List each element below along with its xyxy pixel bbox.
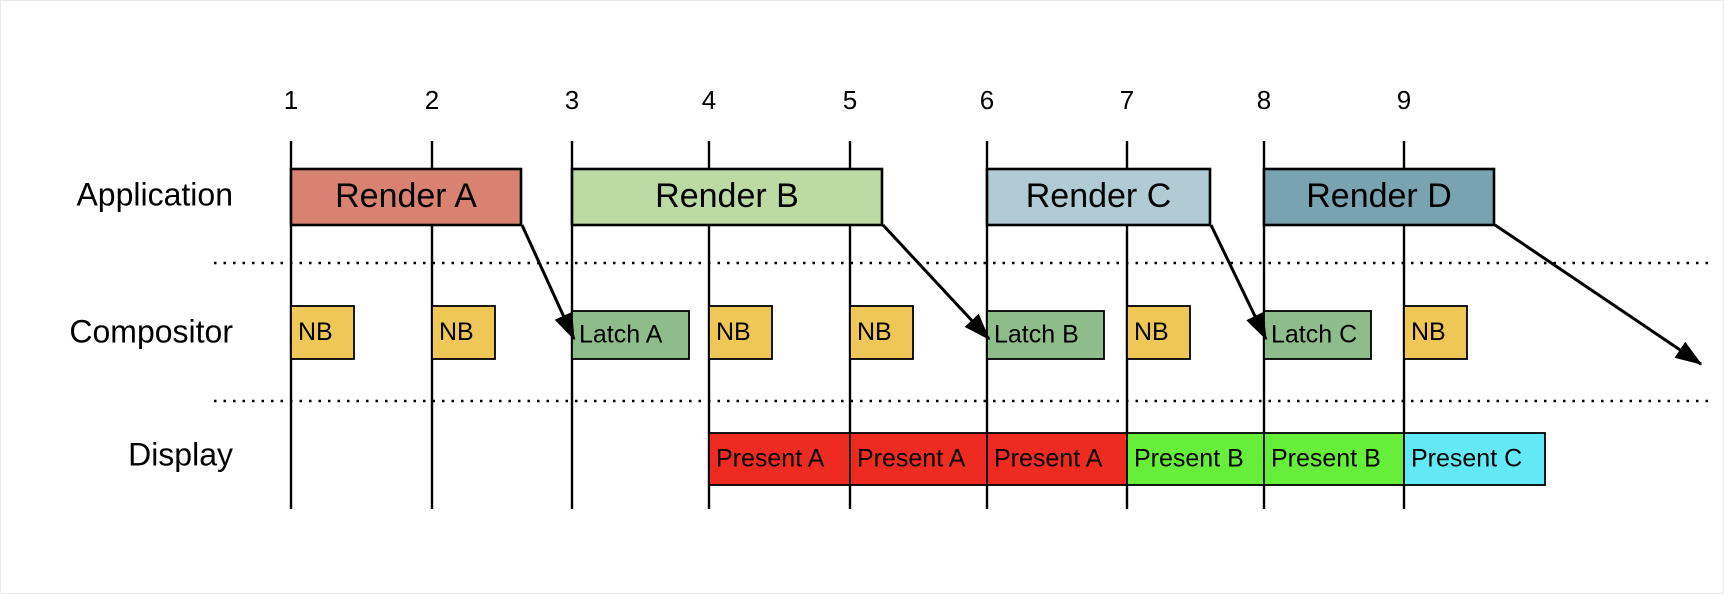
tick-label-5: 5 bbox=[843, 85, 857, 115]
block-rect-nb bbox=[290, 305, 355, 360]
tick-label-7: 7 bbox=[1120, 85, 1134, 115]
flow-arrows bbox=[520, 223, 1703, 366]
block-label-present-c: Present C bbox=[1411, 445, 1522, 473]
compositor-block-latch-a-2: Latch A bbox=[571, 310, 690, 360]
display-lane-blocks: Present A Present A Present A Present B Pres… bbox=[708, 432, 1546, 486]
arrow-render-d-offscreen bbox=[1494, 223, 1703, 366]
compositor-block-latch-b-5: Latch B bbox=[986, 310, 1105, 360]
block-label-present-a: Present A bbox=[994, 445, 1103, 473]
lane-label-application: Application bbox=[76, 176, 233, 212]
tick-label-2: 2 bbox=[425, 85, 439, 115]
block-rect-latch-b bbox=[986, 310, 1105, 360]
block-label-render-a: Render A bbox=[335, 177, 477, 215]
block-rect-present-c bbox=[1403, 432, 1546, 486]
block-label-latch-b: Latch B bbox=[994, 321, 1079, 349]
block-label-present-b: Present B bbox=[1271, 445, 1381, 473]
tick-label-1: 1 bbox=[284, 85, 298, 115]
tick-label-3: 3 bbox=[565, 85, 579, 115]
block-rect-render-c bbox=[985, 167, 1212, 227]
arrow-render-a-to-latch-a bbox=[520, 224, 576, 341]
block-label-render-c: Render C bbox=[1026, 177, 1172, 215]
compositor-block-nb-6: NB bbox=[1126, 305, 1191, 360]
block-rect-render-a bbox=[289, 167, 523, 227]
application-lane-blocks: Render A Render B Render C Render D bbox=[289, 167, 1496, 227]
block-label-nb: NB bbox=[298, 318, 333, 346]
block-label-latch-c: Latch C bbox=[1271, 321, 1357, 349]
display-block-present-b-4: Present B bbox=[1263, 432, 1405, 486]
block-label-nb: NB bbox=[716, 318, 751, 346]
tick-label-9: 9 bbox=[1397, 85, 1411, 115]
block-label-present-a: Present A bbox=[857, 445, 966, 473]
block-rect-render-b bbox=[570, 167, 884, 227]
block-label-latch-a: Latch A bbox=[579, 321, 663, 349]
block-rect-nb bbox=[1126, 305, 1191, 360]
block-rect-nb bbox=[849, 305, 914, 360]
arrow-render-b-to-latch-b bbox=[881, 223, 991, 341]
compositor-block-nb-0: NB bbox=[290, 305, 355, 360]
block-label-nb: NB bbox=[1134, 318, 1169, 346]
display-block-present-a-1: Present A bbox=[849, 432, 988, 486]
tick-label-8: 8 bbox=[1257, 85, 1271, 115]
display-block-present-c-5: Present C bbox=[1403, 432, 1546, 486]
block-rect-present-b bbox=[1263, 432, 1405, 486]
block-label-nb: NB bbox=[857, 318, 892, 346]
compositor-block-nb-8: NB bbox=[1403, 305, 1468, 360]
block-rect-render-d bbox=[1262, 167, 1496, 227]
compositor-block-latch-c-7: Latch C bbox=[1263, 310, 1372, 360]
block-label-present-a: Present A bbox=[716, 445, 825, 473]
block-rect-nb bbox=[708, 305, 773, 360]
compositor-block-nb-4: NB bbox=[849, 305, 914, 360]
block-rect-nb bbox=[431, 305, 496, 360]
lane-label-compositor: Compositor bbox=[69, 313, 233, 349]
block-label-render-d: Render D bbox=[1306, 177, 1452, 215]
block-rect-present-a bbox=[849, 432, 988, 486]
block-label-present-b: Present B bbox=[1134, 445, 1244, 473]
block-rect-present-a bbox=[986, 432, 1128, 486]
block-rect-latch-a bbox=[571, 310, 690, 360]
application-block-render-b-1: Render B bbox=[570, 167, 884, 227]
display-block-present-a-0: Present A bbox=[708, 432, 851, 486]
compositor-block-nb-1: NB bbox=[431, 305, 496, 360]
block-label-nb: NB bbox=[439, 318, 474, 346]
compositor-lane-blocks: NB NB Latch A NB NB Latch B NB Latch C NB bbox=[290, 305, 1468, 360]
block-label-nb: NB bbox=[1411, 318, 1446, 346]
application-block-render-d-3: Render D bbox=[1262, 167, 1496, 227]
timeline-tick-labels: 1 2 3 4 5 6 7 8 9 bbox=[284, 85, 1411, 115]
application-block-render-c-2: Render C bbox=[985, 167, 1212, 227]
block-label-render-b: Render B bbox=[655, 177, 799, 215]
block-rect-present-b bbox=[1126, 432, 1265, 486]
display-block-present-a-2: Present A bbox=[986, 432, 1128, 486]
tick-label-4: 4 bbox=[702, 85, 716, 115]
compositor-block-nb-3: NB bbox=[708, 305, 773, 360]
application-block-render-a-0: Render A bbox=[289, 167, 523, 227]
block-rect-nb bbox=[1403, 305, 1468, 360]
display-block-present-b-3: Present B bbox=[1126, 432, 1265, 486]
lane-label-display: Display bbox=[128, 436, 233, 472]
tick-label-6: 6 bbox=[980, 85, 994, 115]
block-rect-latch-c bbox=[1263, 310, 1372, 360]
arrow-render-c-to-latch-c bbox=[1209, 224, 1268, 341]
